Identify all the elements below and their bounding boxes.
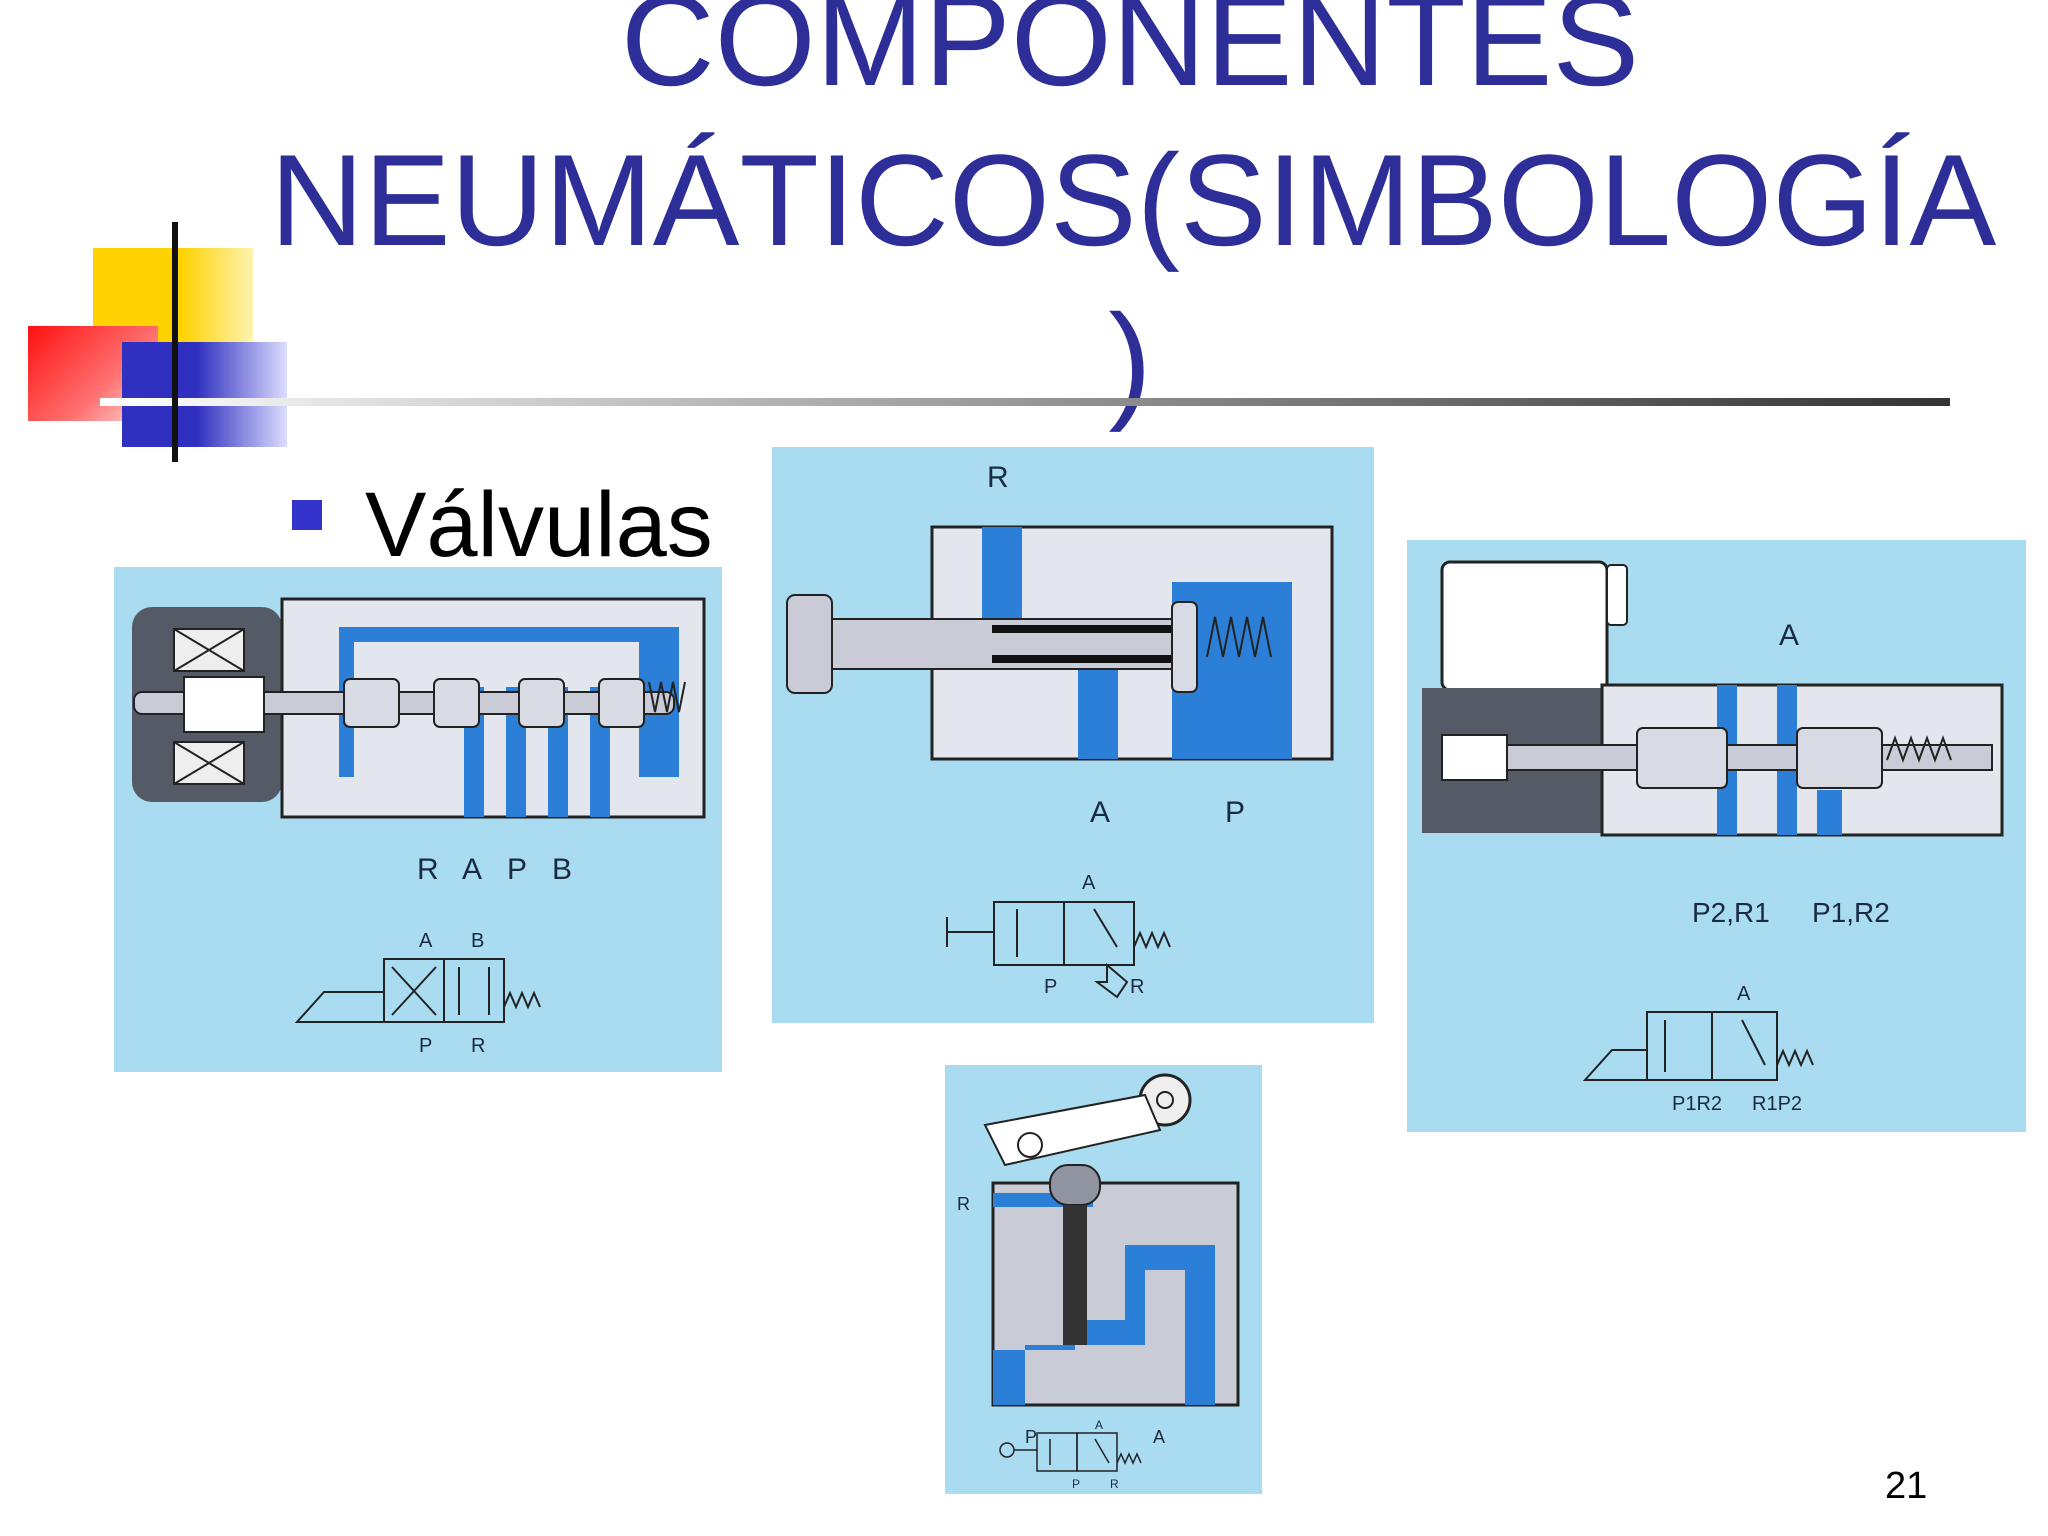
port-label-B: B	[552, 853, 572, 886]
symbol-label-A: A	[1082, 872, 1096, 894]
port-label-P2R1: P2,R1	[1692, 897, 1770, 928]
symbol-label-B: B	[471, 930, 484, 952]
figure-roller-3-2-valve: R P A A P R	[945, 1065, 1262, 1494]
port-label-P: P	[1225, 796, 1245, 829]
port-label-P1R2: P1,R2	[1812, 897, 1890, 928]
solenoid-3-2-valve-diagram: A P2,R1 P1,R2 A P1R2 R1P2	[1422, 560, 2004, 1115]
title-divider-line	[100, 398, 1950, 406]
figure-solenoid-5-2-valve: R A P B A B P R	[114, 567, 722, 1072]
figure-push-3-2-valve: R A P A P R	[772, 447, 1374, 1023]
top-label-A: A	[1779, 619, 1799, 652]
port-label-R: R	[417, 853, 439, 886]
bullet-text: Válvulas	[365, 474, 713, 576]
symbol-label-R: R	[471, 1035, 485, 1057]
port-label-A: A	[462, 853, 482, 886]
valve-symbol-3-2-roller	[999, 1432, 1142, 1472]
bullet-square-icon	[292, 500, 322, 530]
side-label-R: R	[957, 1194, 970, 1214]
decor-blue-square	[122, 342, 287, 447]
symbol-label-A: A	[1095, 1418, 1103, 1432]
slide-title: COMPONENTES NEUMÁTICOS(SIMBOLOGÍA )	[270, 0, 1997, 440]
symbol-label-A: A	[1737, 983, 1751, 1005]
page-number: 21	[1885, 1465, 1928, 1507]
symbol-label-P: P	[1072, 1477, 1080, 1491]
port-label-P: P	[1025, 1427, 1037, 1447]
symbol-label-R1P2: R1P2	[1752, 1093, 1802, 1115]
push-3-2-valve-diagram: R A P A P R	[786, 461, 1334, 999]
title-line-2: NEUMÁTICOS(SIMBOLOGÍA	[270, 127, 1997, 273]
valve-symbol-5-2	[294, 958, 541, 1023]
title-line-3: )	[1108, 287, 1152, 433]
title-line-1: COMPONENTES	[620, 0, 1640, 113]
roller-3-2-valve-diagram: R P A A P R	[957, 1073, 1240, 1491]
port-label-A: A	[1153, 1427, 1165, 1447]
symbol-label-R: R	[1130, 976, 1144, 998]
symbol-label-A: A	[419, 930, 433, 952]
figure-solenoid-3-2-valve: A P2,R1 P1,R2 A P1R2 R1P2	[1407, 540, 2026, 1132]
symbol-label-P1R2: P1R2	[1672, 1093, 1722, 1115]
symbol-label-P: P	[419, 1035, 432, 1057]
symbol-label-R: R	[1110, 1477, 1119, 1491]
top-label-R: R	[987, 461, 1009, 494]
symbol-label-P: P	[1044, 976, 1057, 998]
port-label-A: A	[1090, 796, 1110, 829]
valve-symbol-3-2-solenoid	[1582, 1011, 1814, 1081]
port-label-P: P	[507, 853, 527, 886]
solenoid-5-2-valve-diagram: R A P B A B P R	[132, 597, 706, 1057]
valve-symbol-3-2	[946, 901, 1171, 999]
decor-vertical-line	[172, 222, 178, 462]
